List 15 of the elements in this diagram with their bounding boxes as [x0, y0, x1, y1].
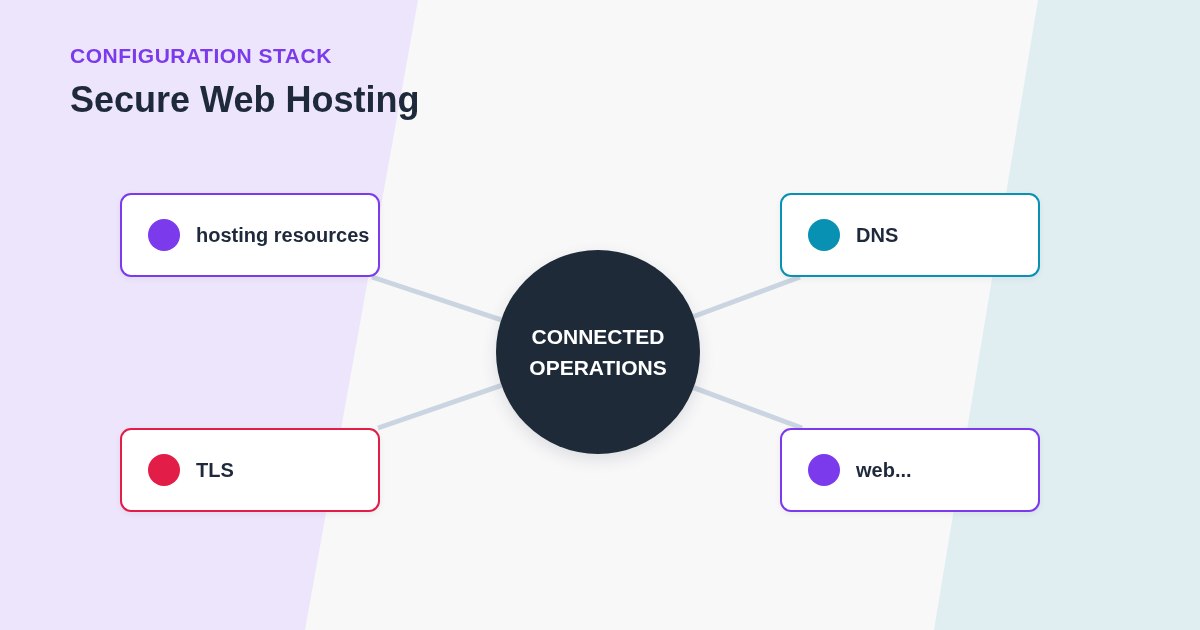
connector-line — [692, 385, 803, 431]
node-label: TLS — [196, 458, 235, 482]
node-label: web... — [856, 458, 913, 482]
diagram-title: Secure Web Hosting — [70, 80, 420, 120]
hub-label: CONNECTED OPERATIONS — [528, 324, 668, 381]
connector-line — [692, 274, 801, 319]
connector-line — [371, 274, 502, 323]
node-label: DNS — [856, 223, 900, 247]
node-box — [780, 193, 1040, 277]
node-box — [120, 428, 380, 512]
node-box — [780, 428, 1040, 512]
node-box — [120, 193, 380, 277]
eyebrow-label: CONFIGURATION STACK — [70, 45, 332, 66]
connector-line — [377, 382, 503, 431]
node-label: hosting resources — [196, 223, 371, 247]
